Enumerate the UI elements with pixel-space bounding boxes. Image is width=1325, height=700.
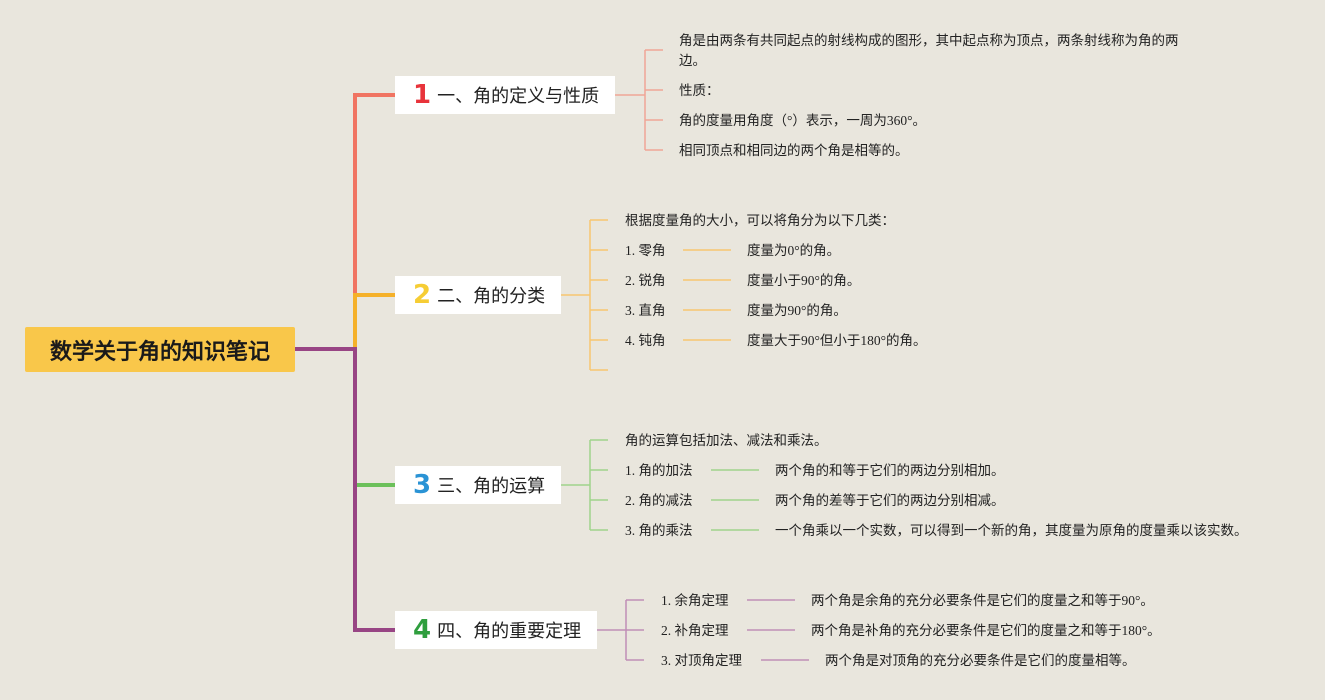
branch-2-node: 2 二、角的分类 <box>395 276 561 314</box>
branch-2-item-3-detail: 度量小于90°的角。 <box>747 273 861 288</box>
root-title: 数学关于角的知识笔记 <box>25 327 295 372</box>
branch-3-item-3: 2. 角的减法 <box>625 493 693 508</box>
branch-4-item-3: 3. 对顶角定理 <box>661 653 742 668</box>
branch-2-connectors <box>561 219 731 371</box>
trunk-line-2 <box>295 293 395 351</box>
branch-2-item-2: 1. 零角 <box>625 243 666 258</box>
branch-1-node: 1 一、角的定义与性质 <box>395 76 615 114</box>
branch-3-item-2: 1. 角的加法 <box>625 463 693 478</box>
branch-1-item-3: 角的度量用角度（°）表示，一周为360°。 <box>679 113 927 128</box>
branch-1-item-2: 性质： <box>679 83 720 98</box>
branch-1-item-1: 角是由两条有共同起点的射线构成的图形，其中起点称为顶点，两条射线称为角的两边。 <box>679 33 1179 68</box>
branch-3-item-3-detail: 两个角的差等于它们的两边分别相减。 <box>775 493 1005 508</box>
branch-label-2: 二、角的分类 <box>437 286 546 307</box>
branch-number-4: 4 <box>413 615 432 645</box>
branch-label-1: 一、角的定义与性质 <box>437 86 600 107</box>
trunk-line-1 <box>295 93 395 351</box>
branch-4-connectors <box>597 599 809 661</box>
branch-label-4: 四、角的重要定理 <box>437 621 582 642</box>
branch-4-item-1: 1. 余角定理 <box>661 593 729 608</box>
branch-4-node: 4 四、角的重要定理 <box>395 611 597 649</box>
branch-number-1: 1 <box>413 80 432 110</box>
branch-3-connectors <box>561 439 759 531</box>
branch-1-connectors <box>615 49 663 151</box>
branch-2-item-5: 4. 钝角 <box>625 333 666 348</box>
branch-2-item-3: 2. 锐角 <box>625 273 666 288</box>
branch-number-3: 3 <box>413 470 432 500</box>
branch-2-item-5-detail: 度量大于90°但小于180°的角。 <box>747 333 927 348</box>
branch-4-item-2: 2. 补角定理 <box>661 623 729 638</box>
branch-3-item-4-detail: 一个角乘以一个实数，可以得到一个新的角，其度量为原角的度量乘以该实数。 <box>775 523 1248 538</box>
branch-2-item-4-detail: 度量为90°的角。 <box>747 303 847 318</box>
branch-2-item-4: 3. 直角 <box>625 303 666 318</box>
branch-2-item-2-detail: 度量为0°的角。 <box>747 243 841 258</box>
branch-number-2: 2 <box>413 280 432 310</box>
branch-1-item-4: 相同顶点和相同边的两个角是相等的。 <box>679 143 909 158</box>
branch-3-item-2-detail: 两个角的和等于它们的两边分别相加。 <box>775 463 1005 478</box>
branch-label-3: 三、角的运算 <box>437 476 546 497</box>
trunk-line-3 <box>295 347 395 487</box>
trunk-line-4 <box>295 347 395 632</box>
branch-2-item-1: 根据度量角的大小，可以将角分为以下几类： <box>625 213 895 228</box>
branch-4-item-2-detail: 两个角是补角的充分必要条件是它们的度量之和等于180°。 <box>811 623 1161 638</box>
branch-4-item-3-detail: 两个角是对顶角的充分必要条件是它们的度量相等。 <box>825 653 1136 668</box>
branch-3-node: 3 三、角的运算 <box>395 466 561 504</box>
branch-3-item-1: 角的运算包括加法、减法和乘法。 <box>625 433 828 448</box>
branch-3-item-4: 3. 角的乘法 <box>625 523 693 538</box>
branch-4-item-1-detail: 两个角是余角的充分必要条件是它们的度量之和等于90°。 <box>811 593 1154 608</box>
